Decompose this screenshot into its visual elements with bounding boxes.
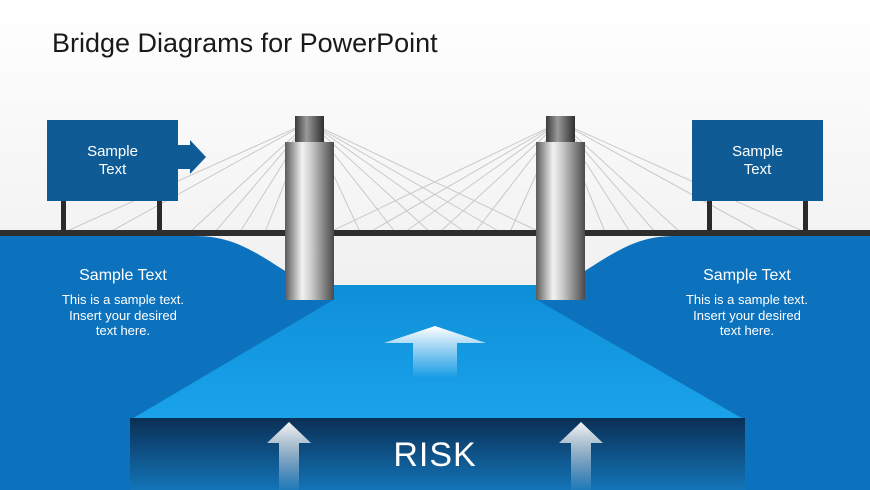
bridge-deck <box>0 230 870 236</box>
risk-band <box>130 418 745 490</box>
right-sign-line-1: Sample <box>732 143 783 160</box>
right-arrow-icon <box>178 140 206 174</box>
left-sign-line-1: Sample <box>87 143 138 160</box>
right-bank-body: This is a sample text. Insert your desir… <box>662 292 832 339</box>
left-sign <box>47 120 206 201</box>
right-bank-body-line-1: This is a sample text. <box>685 292 809 307</box>
risk-label: RISK <box>393 436 477 474</box>
right-bank-heading: Sample Text <box>703 267 791 284</box>
left-up-arrow-icon <box>267 422 311 490</box>
right-sign-label: Sample Text <box>692 143 823 179</box>
right-bank <box>537 236 870 490</box>
right-bank-body-line-3: text here. <box>719 323 775 338</box>
right-sign-line-2: Text <box>743 161 772 178</box>
right-tower <box>536 116 585 300</box>
left-tower <box>285 116 334 300</box>
left-bank <box>0 236 333 490</box>
page-title: Bridge Diagrams for PowerPoint <box>52 28 438 58</box>
left-bank-body: This is a sample text. Insert your desir… <box>38 292 208 339</box>
left-sign-line-2: Text <box>98 161 127 178</box>
left-bank-body-line-3: text here. <box>95 323 151 338</box>
sign-posts <box>61 200 808 233</box>
left-bank-body-line-2: Insert your desired <box>69 307 177 323</box>
left-sign-board <box>47 120 178 201</box>
left-sign-label: Sample Text <box>47 143 178 179</box>
river-up-arrow-icon <box>384 326 486 378</box>
right-sign-board <box>692 120 823 201</box>
left-bank-heading: Sample Text <box>79 267 167 284</box>
right-up-arrow-icon <box>559 422 603 490</box>
left-bank-body-line-1: This is a sample text. <box>61 292 185 307</box>
right-bank-body-line-2: Insert your desired <box>693 307 801 323</box>
